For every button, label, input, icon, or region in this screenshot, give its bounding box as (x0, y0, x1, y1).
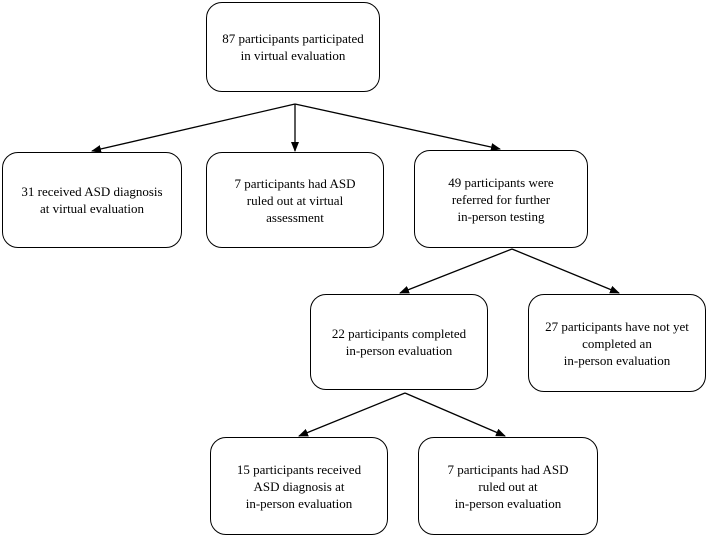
node-virtual-asd-diagnosis: 31 received ASD diagnosis at virtual eva… (2, 152, 182, 248)
node-virtual-evaluation-text: 87 participants participated in virtual … (222, 31, 364, 63)
node-in-person-ruled-out-text: 7 participants had ASD ruled out at in-p… (447, 461, 569, 511)
arrow-referred-to-completed (399, 248, 513, 294)
node-not-yet-completed-text: 27 participants have not yet completed a… (545, 318, 689, 368)
node-in-person-asd-diagnosis-text: 15 participants received ASD diagnosis a… (236, 461, 362, 511)
node-in-person-asd-diagnosis: 15 participants received ASD diagnosis a… (210, 437, 388, 535)
node-referred-in-person-text: 49 participants were referred for furthe… (448, 174, 554, 224)
node-in-person-ruled-out: 7 participants had ASD ruled out at in-p… (418, 437, 598, 535)
arrow-referred-to-not-completed (511, 248, 620, 294)
node-virtual-ruled-out: 7 participants had ASD ruled out at virt… (206, 152, 384, 248)
arrow-completed-to-inperson-ruled-out (404, 392, 506, 437)
node-virtual-asd-diagnosis-text: 31 received ASD diagnosis at virtual eva… (21, 184, 163, 216)
arrow-root-to-referred (294, 103, 501, 151)
arrow-root-to-virtual-dx (91, 103, 296, 153)
node-virtual-evaluation: 87 participants participated in virtual … (206, 2, 380, 92)
node-referred-in-person: 49 participants were referred for furthe… (414, 150, 588, 248)
node-completed-in-person-text: 22 participants completed in-person eval… (331, 326, 467, 358)
arrow-completed-to-inperson-dx (298, 392, 406, 437)
node-not-yet-completed: 27 participants have not yet completed a… (528, 294, 706, 392)
node-virtual-ruled-out-text: 7 participants had ASD ruled out at virt… (234, 175, 356, 225)
node-completed-in-person: 22 participants completed in-person eval… (310, 294, 488, 390)
